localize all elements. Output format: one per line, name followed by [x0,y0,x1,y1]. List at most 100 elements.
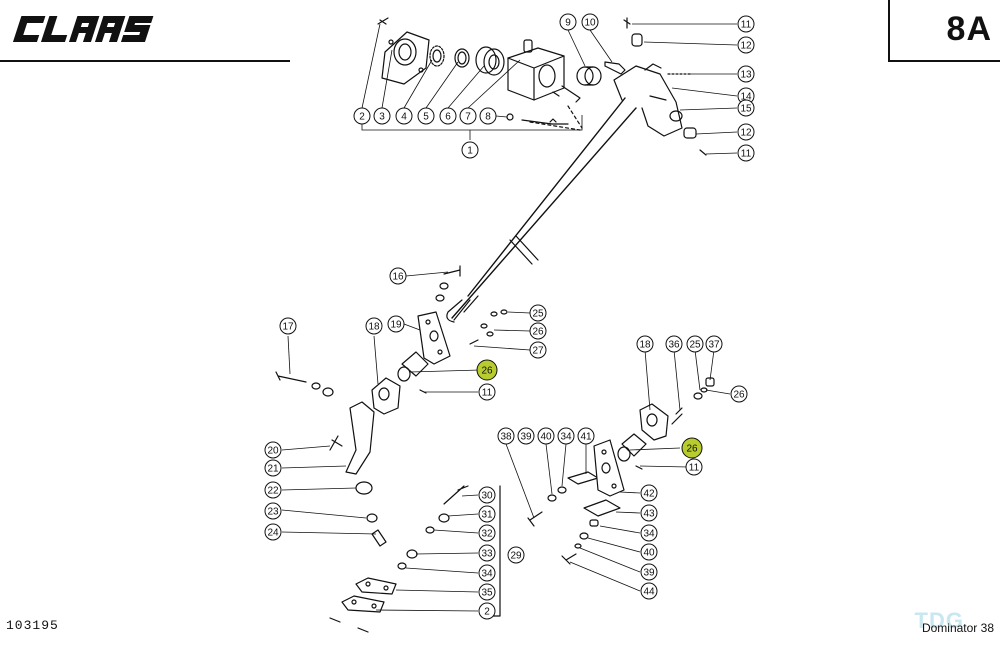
callout-c23: 23 [264,502,282,520]
callout-label: 18 [639,340,651,351]
callout-c40a: 40 [537,427,555,445]
callout-label: 32 [481,529,493,540]
callout-c7: 7 [459,107,477,125]
callout-c38: 38 [497,427,515,445]
callout-label: 30 [481,491,493,502]
callout-label: 23 [267,507,279,518]
callout-c10: 10 [581,13,599,31]
callout-circle [665,335,683,353]
callout-circle [685,458,703,476]
plate-divider [888,0,890,62]
callout-c29: 29 [507,546,525,564]
steering-column [446,63,683,323]
callout-circle [353,107,371,125]
callout-c27: 27 [529,341,547,359]
callout-circle [479,107,497,125]
callout-label: 17 [282,322,294,333]
leader-lines [281,23,738,612]
callout-circle [640,563,658,581]
callout-label: 16 [392,272,404,283]
callout-c37: 37 [705,335,723,353]
callout-circle [640,504,658,522]
callout-circle [264,459,282,477]
callout-label: 21 [267,464,279,475]
callout-c6: 6 [439,107,457,125]
callout-circle [497,427,515,445]
callout-c5: 5 [417,107,435,125]
callout-circle [737,123,755,141]
callout-label: 15 [740,104,752,115]
callout-label: 40 [643,548,655,559]
right-pedal-bracket [617,377,715,470]
callout-c25a: 25 [529,304,547,322]
callout-c11b: 11 [737,144,755,162]
callout-label: 14 [740,92,752,103]
callout-circle [417,107,435,125]
callout-label: 34 [643,529,655,540]
callout-label: 39 [520,432,532,443]
callout-label: 26 [686,444,698,455]
callout-circle [529,341,547,359]
callout-c26a: 26 [529,322,547,340]
callout-c12b: 12 [737,123,755,141]
callout-circle [478,583,496,601]
callout-c1: 1 [461,141,479,159]
callout-circle [640,582,658,600]
lower-left-pedal-parts [329,485,501,633]
callout-c4: 4 [395,107,413,125]
callout-c39b: 39 [640,563,658,581]
callout-circle [737,65,755,83]
callout-circle [387,315,405,333]
callout-circle [264,523,282,541]
callout-c36: 36 [665,335,683,353]
callout-circle [537,427,555,445]
callout-circle [640,484,658,502]
callout-circle [478,564,496,582]
callout-circle [737,36,755,54]
callout-circle [640,543,658,561]
callout-label: 41 [580,432,592,443]
header-rule-right [888,60,1000,62]
callout-label: 22 [267,486,279,497]
callout-circle [681,437,703,459]
callout-label: 36 [668,340,680,351]
callout-c19: 19 [387,315,405,333]
callout-label: 42 [643,489,655,500]
callout-label: 11 [689,463,700,474]
callout-c13: 13 [737,65,755,83]
callout-c31: 31 [478,505,496,523]
callout-c22: 22 [264,481,282,499]
callout-circle [517,427,535,445]
callout-c42: 42 [640,484,658,502]
callout-c18b: 18 [636,335,654,353]
callout-label: 33 [481,549,493,560]
document-number: 103195 [6,618,59,633]
callout-c18a: 18 [365,317,383,335]
callout-label: 25 [689,340,701,351]
callout-c33: 33 [478,544,496,562]
callout-circle [529,322,547,340]
callout-label: 26 [532,327,544,338]
callout-c26h2: 26 [681,437,703,459]
callout-circle [507,546,525,564]
callout-label: 31 [481,510,493,521]
top-bearing-assembly [377,17,583,131]
callout-label: 26 [481,366,493,377]
upper-right-fasteners [623,17,707,156]
callout-label: 43 [643,509,655,520]
callout-c12a: 12 [737,36,755,54]
callout-label: 6 [445,112,451,123]
callout-label: 18 [368,322,380,333]
callout-c41: 41 [577,427,595,445]
callout-circle [529,304,547,322]
callout-label: 1 [467,146,473,157]
callout-circle [686,335,704,353]
callout-circle [478,602,496,620]
callout-circle [264,441,282,459]
callout-label: 34 [481,569,493,580]
callout-circle [478,486,496,504]
callout-circle [581,13,599,31]
